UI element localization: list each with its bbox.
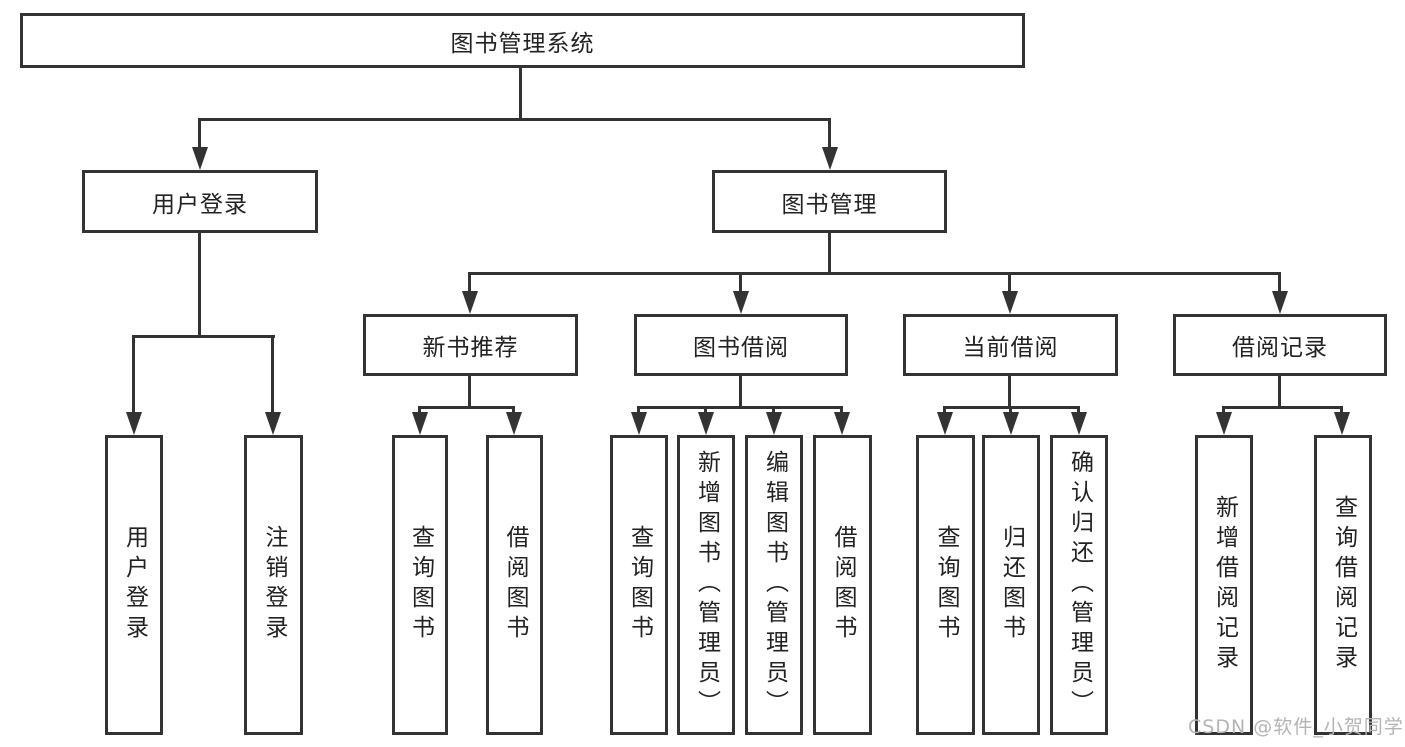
leaf-return-books: 归还图书 (982, 435, 1040, 735)
node-label: 查询图书 (407, 525, 434, 645)
node-label: 新书推荐 (422, 335, 519, 361)
connector-current-borrow-stem (1008, 376, 1011, 409)
connector-leaf-stem (418, 406, 421, 416)
connector-to-leaf-logout-stem (271, 335, 274, 415)
arrowhead-to-book-management (822, 147, 838, 170)
connector-leaf-stem (512, 406, 515, 416)
connector-borrow-records-stem (1278, 376, 1281, 409)
node-user-login: 用户登录 (82, 170, 318, 233)
leaf-borrow-books-borrowing: 借阅图书 (813, 435, 872, 735)
csdn-watermark: CSDN @软件_小贺同学 (1188, 716, 1404, 738)
leaf-borrow-books-recommend: 借阅图书 (486, 435, 543, 735)
leaf-add-borrow-record: 新增借阅记录 (1195, 435, 1253, 735)
connector-to-leaf-login-stem (132, 335, 135, 415)
connector-root-stem (519, 68, 522, 121)
leaf-edit-books-admin: 编辑图书（管理员） (745, 435, 803, 735)
arrowhead-to-leaf-borrow-books (834, 412, 850, 435)
arrowhead-to-leaf-query-books (937, 412, 953, 435)
node-new-book-recommendation: 新书推荐 (363, 314, 578, 376)
leaf-query-books-borrowing: 查询图书 (610, 435, 668, 735)
connector-to-new-book-stem (468, 272, 471, 294)
leaf-add-books-admin: 新增图书（管理员） (677, 435, 735, 735)
connector-new-book-hbar (418, 406, 515, 409)
arrowhead-to-leaf-logout (265, 412, 281, 435)
arrowhead-to-leaf-login (126, 412, 142, 435)
connector-to-borrow-records-stem (1278, 272, 1281, 294)
connector-leaf-stem (943, 406, 946, 416)
node-label: 借阅记录 (1232, 335, 1328, 361)
node-label: 确认归还（管理员） (1066, 450, 1093, 720)
connector-leaf-stem (1340, 406, 1343, 416)
node-label: 图书借阅 (693, 335, 789, 361)
leaf-query-books-recommend: 查询图书 (392, 435, 448, 735)
connector-new-book-stem (468, 376, 471, 409)
arrowhead-to-current-borrow (1002, 291, 1018, 314)
leaf-logout: 注销登录 (244, 435, 303, 735)
connector-to-user-login-stem (198, 118, 201, 150)
connector-book-management-hbar (469, 272, 1281, 275)
node-label: 新增借阅记录 (1211, 495, 1238, 675)
node-book-borrowing: 图书借阅 (634, 314, 848, 376)
node-label: 归还图书 (998, 525, 1025, 645)
arrowhead-to-leaf-query-books (631, 412, 647, 435)
connector-to-current-borrow-stem (1008, 272, 1011, 294)
connector-user-login-stem (198, 233, 201, 338)
node-library-management-system: 图书管理系统 (20, 13, 1025, 68)
node-label: 注销登录 (261, 525, 287, 645)
connector-leaf-stem (1077, 406, 1080, 416)
arrowhead-to-leaf-confirm-return (1071, 412, 1087, 435)
node-label: 用户登录 (152, 191, 248, 218)
connector-leaf-stem (840, 406, 843, 416)
arrowhead-to-leaf-query-books (412, 412, 428, 435)
leaf-query-borrow-record: 查询借阅记录 (1314, 435, 1372, 735)
node-label: 当前借阅 (962, 335, 1059, 361)
node-label: 新增图书（管理员） (693, 450, 720, 720)
node-current-borrowing: 当前借阅 (903, 314, 1118, 376)
connector-user-login-hbar (132, 335, 275, 338)
node-label: 用户登录 (121, 525, 148, 645)
connector-book-borrow-hbar (637, 406, 843, 409)
node-label: 图书管理系统 (450, 30, 595, 57)
leaf-confirm-return-admin: 确认归还（管理员） (1050, 435, 1108, 735)
node-label: 借阅图书 (830, 525, 856, 645)
node-label: 借阅图书 (502, 525, 528, 645)
connector-book-management-stem (828, 233, 831, 275)
connector-borrow-records-hbar (1222, 406, 1343, 409)
arrowhead-to-book-borrow (733, 291, 749, 314)
arrowhead-to-leaf-add-books (698, 412, 714, 435)
node-label: 查询图书 (933, 525, 959, 645)
arrowhead-to-user-login (192, 147, 208, 170)
node-label: 查询借阅记录 (1330, 495, 1357, 675)
leaf-query-books-current: 查询图书 (916, 435, 975, 735)
connector-leaf-stem (637, 406, 640, 416)
arrowhead-to-borrow-records (1272, 291, 1288, 314)
node-borrowing-records: 借阅记录 (1173, 314, 1387, 376)
leaf-user-login: 用户登录 (105, 435, 163, 735)
connector-leaf-stem (704, 406, 707, 416)
connector-book-borrow-stem (739, 376, 742, 409)
node-label: 图书管理 (781, 191, 878, 218)
node-label: 查询图书 (626, 525, 653, 645)
arrowhead-to-leaf-borrow-books (506, 412, 522, 435)
arrowhead-to-new-book (462, 291, 478, 314)
arrowhead-to-leaf-add-record (1216, 412, 1232, 435)
node-book-management: 图书管理 (712, 170, 947, 233)
arrowhead-to-leaf-return-books (1003, 412, 1019, 435)
connector-leaf-stem (1009, 406, 1012, 416)
connector-to-book-management-stem (828, 118, 831, 150)
connector-leaf-stem (1222, 406, 1225, 416)
arrowhead-to-leaf-query-record (1334, 412, 1350, 435)
arrowhead-to-leaf-edit-books (766, 412, 782, 435)
connector-to-book-borrow-stem (739, 272, 742, 294)
connector-root-hbar (199, 118, 831, 121)
connector-leaf-stem (772, 406, 775, 416)
node-label: 编辑图书（管理员） (761, 450, 788, 720)
